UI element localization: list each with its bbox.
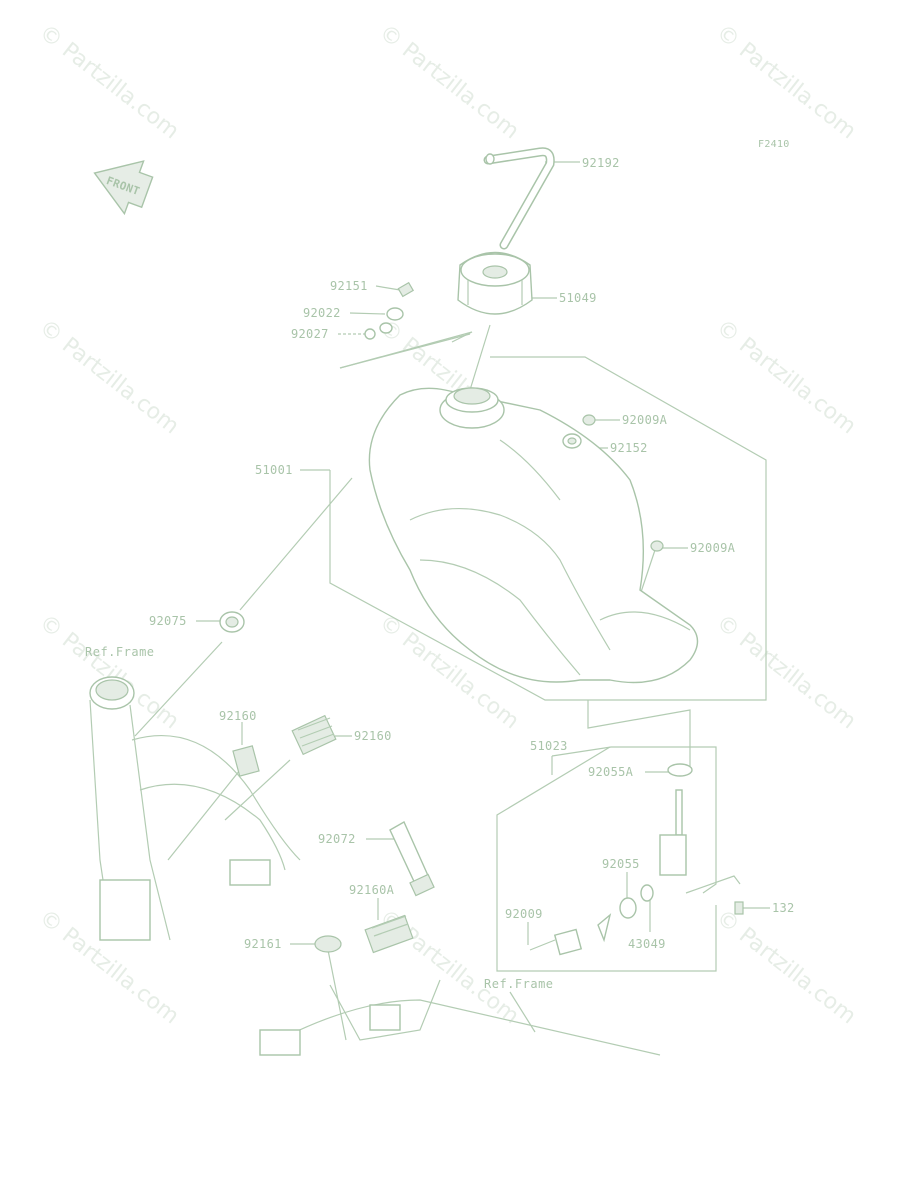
part-label-92160: 92160 [219, 709, 257, 723]
part-label-92160: 92160 [354, 729, 392, 743]
part-label-92009A: 92009A [622, 413, 668, 427]
fuel-cap [457, 251, 533, 315]
fuel-cock-assembly [529, 763, 744, 956]
leader-lines [134, 161, 770, 1041]
part-label-92152: 92152 [610, 441, 648, 455]
part-label-92151: 92151 [330, 279, 368, 293]
watermark: © Partzilla.com [34, 20, 183, 144]
part-label-92027: 92027 [291, 327, 329, 341]
part-label-92009A: 92009A [690, 541, 736, 555]
part-label-92072: 92072 [318, 832, 356, 846]
frame-left [89, 676, 301, 941]
small-fasteners [364, 281, 415, 340]
part-label-92055: 92055 [602, 857, 640, 871]
frame-bottom [259, 979, 661, 1056]
part-label-92055A: 92055A [588, 765, 634, 779]
fuel-tank [368, 387, 699, 684]
rear-pad [364, 914, 414, 954]
tank-washers [562, 414, 664, 552]
tank-strap [389, 821, 435, 897]
watermark: © Partzilla.com [711, 905, 860, 1029]
part-label-92022: 92022 [303, 306, 341, 320]
watermark: © Partzilla.com [34, 315, 183, 439]
part-label-43049: 43049 [628, 937, 666, 951]
part-label-51049: 51049 [559, 291, 597, 305]
part-labels: 92192 51049 92151 92022 92027 51001 9200… [85, 156, 795, 991]
watermark: © Partzilla.com [711, 20, 860, 144]
ref-frame-label: Ref.Frame [484, 977, 554, 991]
part-label-51023: 51023 [530, 739, 568, 753]
watermark: © Partzilla.com [711, 610, 860, 734]
front-arrow-icon: FRONT [93, 160, 154, 216]
watermark: © Partzilla.com [711, 315, 860, 439]
frame-pads [232, 714, 337, 777]
rubber-cap [314, 935, 342, 953]
watermark: © Partzilla.com [374, 20, 523, 144]
part-label-92075: 92075 [149, 614, 187, 628]
breather-hose [483, 147, 555, 250]
part-label-92160A: 92160A [349, 883, 395, 897]
part-label-92009: 92009 [505, 907, 543, 921]
part-label-51001: 51001 [255, 463, 293, 477]
figure-code: F2410 [758, 139, 790, 150]
part-label-132: 132 [772, 901, 795, 915]
ref-frame-label: Ref.Frame [85, 645, 155, 659]
part-label-92192: 92192 [582, 156, 620, 170]
part-label-92161: 92161 [244, 937, 282, 951]
grommet [219, 611, 245, 633]
watermark: © Partzilla.com [34, 610, 183, 734]
